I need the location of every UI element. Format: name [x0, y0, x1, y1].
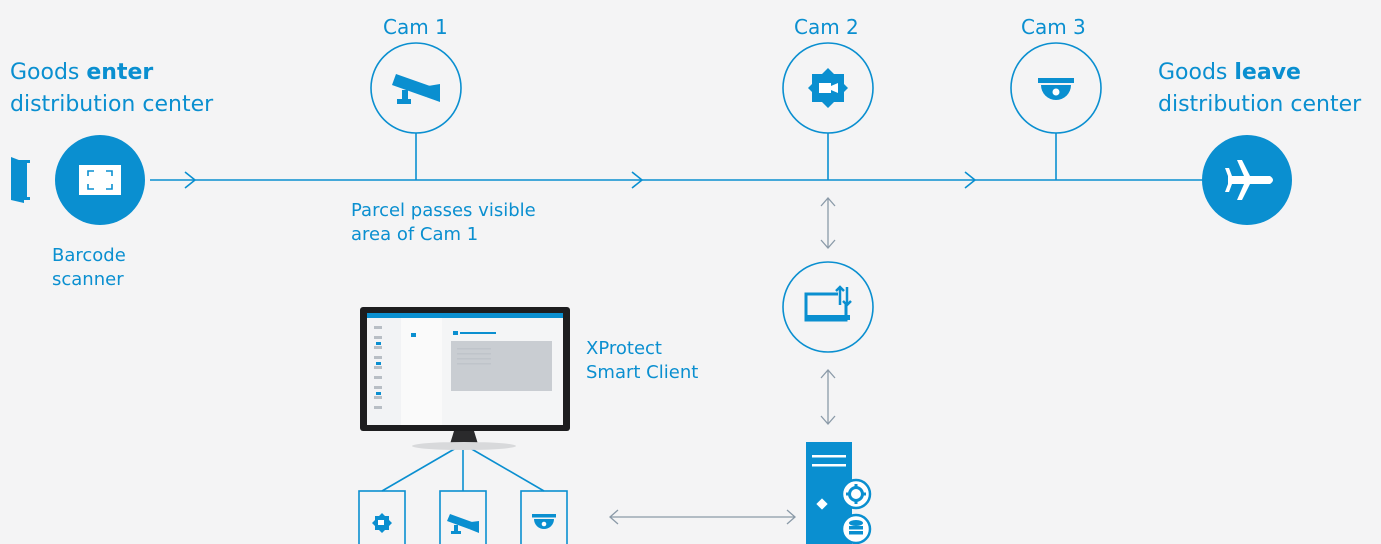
entry-title: Goods enter: [10, 58, 153, 88]
exit-title-prefix: Goods: [1158, 60, 1235, 85]
door-icon: [11, 157, 30, 203]
annotation-line-2: area of Cam 1: [351, 224, 479, 245]
group-bullet-camera-icon: [447, 514, 479, 534]
group-connector-3: [462, 443, 545, 492]
entry-title-prefix: Goods: [10, 60, 87, 85]
group-ptz-camera-icon: [372, 513, 392, 533]
flow-arrow-3: [964, 171, 977, 189]
flow-arrow-2: [631, 171, 644, 189]
ptz-camera-icon: [808, 68, 848, 108]
server-gear-icon: [840, 478, 872, 510]
flow-arrow-1: [184, 171, 197, 189]
bullet-camera-icon: [392, 74, 440, 104]
group-dome-camera-icon: [532, 514, 556, 529]
server-database-icon: [840, 513, 872, 544]
exit-title: Goods leave: [1158, 58, 1301, 88]
client-label-1: XProtect: [586, 338, 662, 359]
client-label-2: Smart Client: [586, 362, 699, 383]
group-connector-1: [381, 443, 464, 492]
group-cam-box-3: [520, 490, 568, 544]
group-cam-box-2: [439, 490, 487, 544]
cam3-circle: [1010, 42, 1102, 134]
recorder-icon: [804, 285, 852, 322]
cam1-label: Cam 1: [383, 15, 448, 39]
cam2-label: Cam 2: [794, 15, 859, 39]
entry-subtitle: distribution center: [10, 92, 214, 117]
monitor: [360, 307, 570, 450]
cam2-circle: [782, 42, 874, 134]
dome-camera-icon: [1038, 78, 1074, 100]
cam3-label: Cam 3: [1021, 15, 1086, 39]
barcode-scanner-icon: [79, 165, 121, 195]
exit-subtitle: distribution center: [1158, 92, 1362, 117]
cam1-circle: [370, 42, 462, 134]
scanner-label-1: Barcode: [52, 245, 126, 266]
scanner-label-2: scanner: [52, 269, 124, 290]
group-cam-box-1: [358, 490, 406, 544]
exit-title-bold: leave: [1234, 60, 1301, 85]
annotation-line-1: Parcel passes visible: [351, 200, 536, 221]
airplane-icon: [1225, 160, 1273, 200]
entry-title-bold: enter: [86, 60, 154, 85]
recorder-circle: [782, 261, 874, 353]
